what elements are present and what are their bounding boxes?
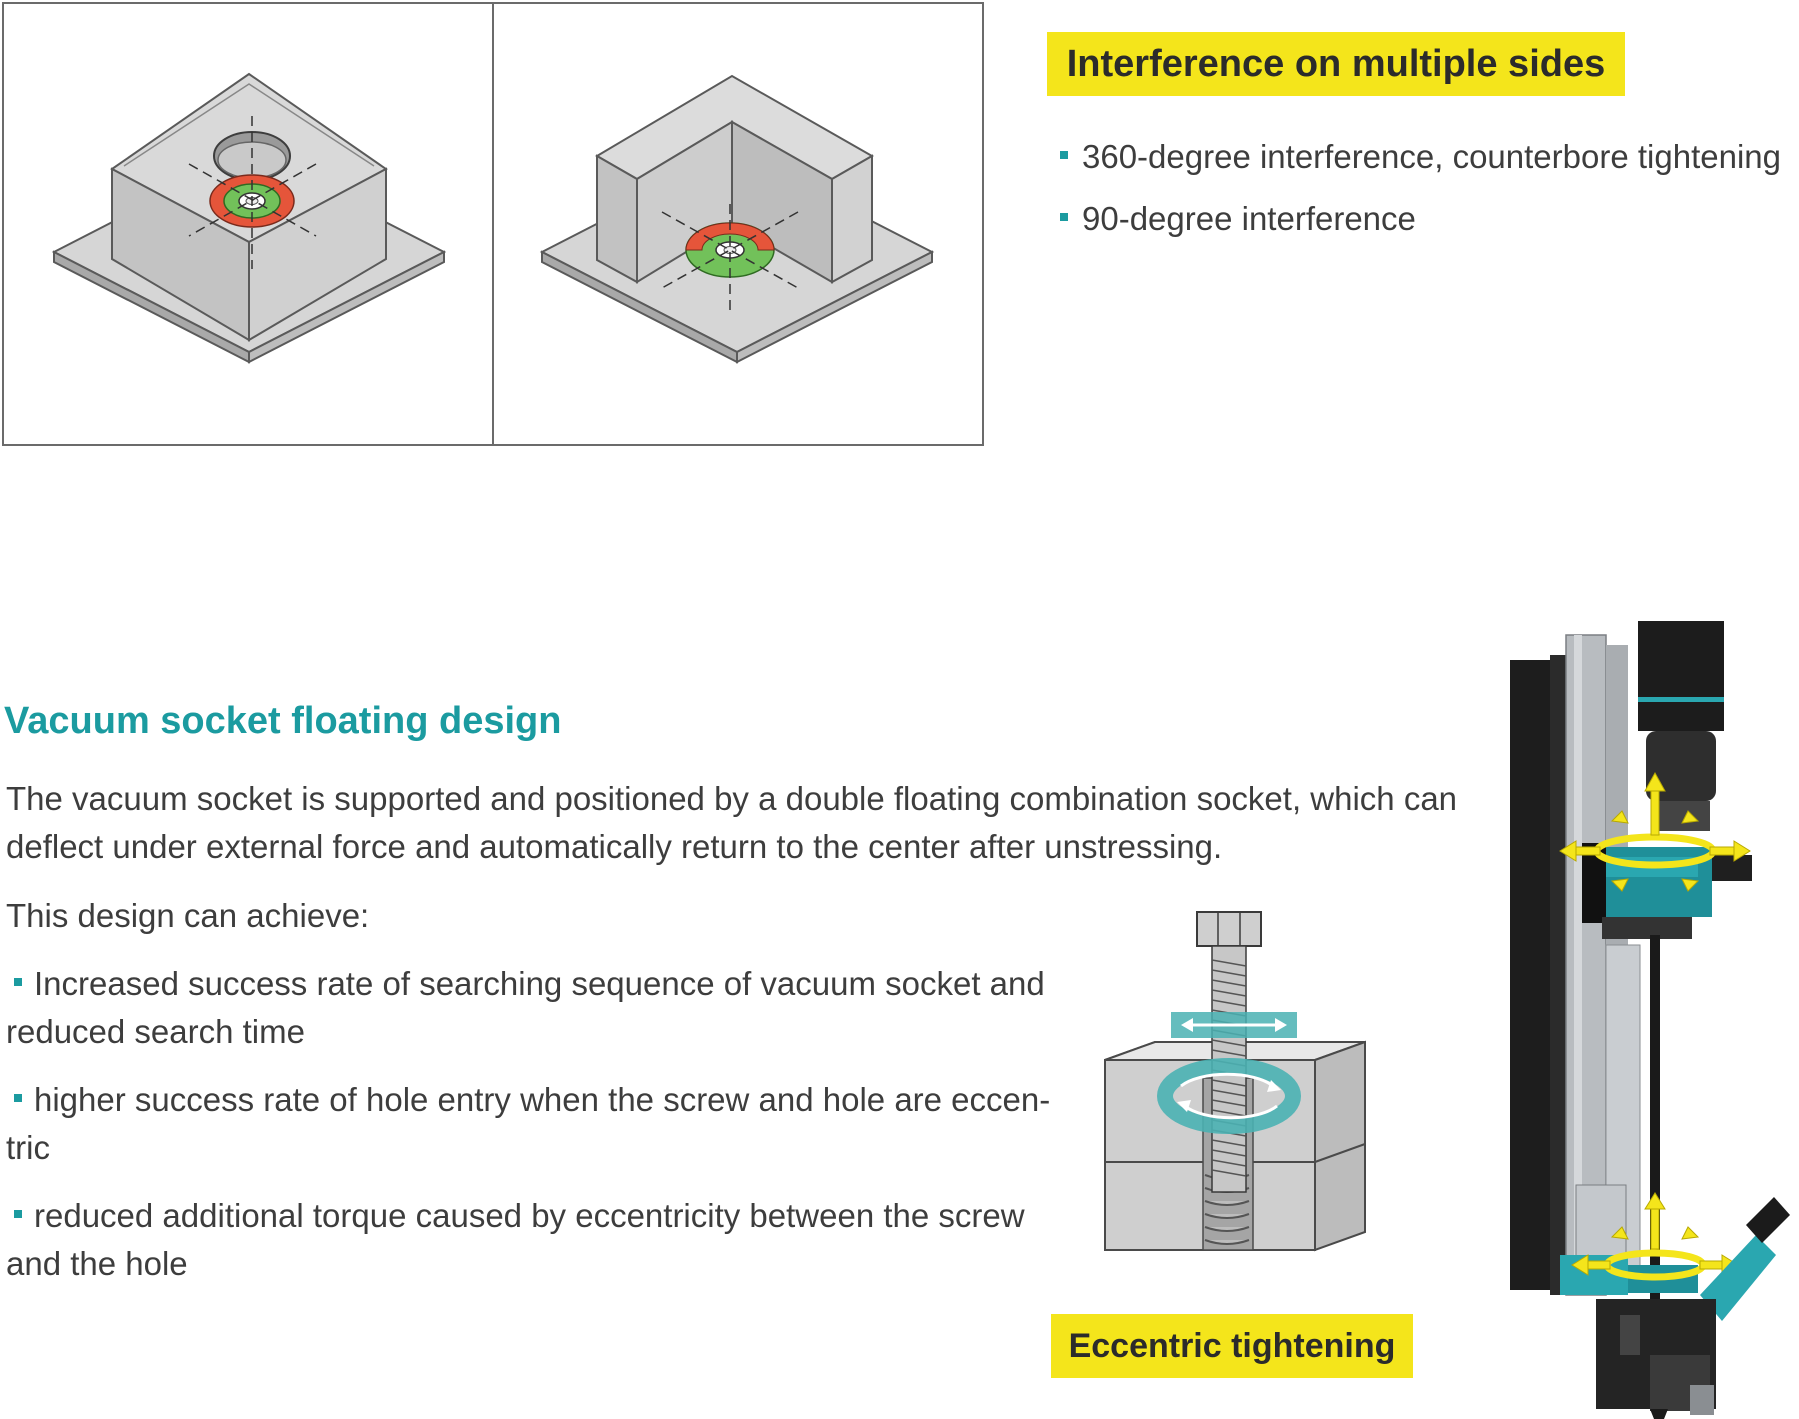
bullet-square-icon [1060,213,1068,222]
tightening-machine-illustration [1510,621,1790,1419]
interference-bullet-2: 90-degree interference [1060,200,1416,238]
achieve-intro: This design can achieve: [6,897,370,934]
eccentric-tightening-label: Eccentric tightening [1051,1314,1413,1378]
floating-design-heading: Vacuum socket floating design [4,700,562,742]
bullet-square-icon [14,978,22,987]
interference-bullet-1: 360-degree interference, counterbore tig… [1060,138,1781,176]
floating-design-paragraph: The vacuum socket is supported and posit… [6,780,1458,865]
eccentric-screw-illustration [1104,911,1366,1252]
counterbore-illustration [51,72,447,364]
interference-title: Interference on multiple sides [1047,32,1625,96]
figure-divider [492,4,494,444]
achieve-bullet-3: reduced additional torque caused by ecce… [6,1197,1025,1282]
achieve-bullet-1: Increased success rate of searching sequ… [6,965,1045,1050]
bullet-square-icon [14,1210,22,1219]
interference-figure [2,2,984,446]
bullet-square-icon [1060,151,1068,160]
bullet-square-icon [14,1094,22,1103]
corner-interference-illustration [539,74,935,364]
achieve-bullet-2: higher success rate of hole entry when t… [6,1081,1051,1166]
